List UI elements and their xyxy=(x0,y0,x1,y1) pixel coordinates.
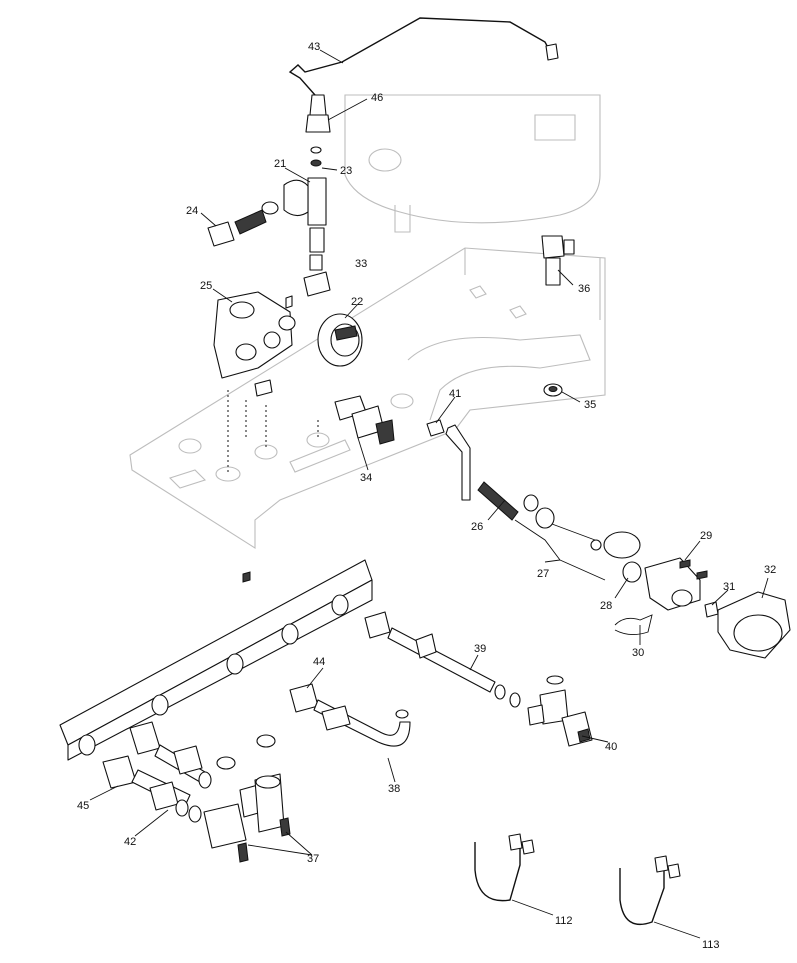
part-44-adaptor xyxy=(289,683,319,713)
callout-30: 30 xyxy=(632,647,644,659)
part-24-cap-and-spring xyxy=(207,209,267,247)
callout-31: 31 xyxy=(723,581,735,593)
callout-32: 32 xyxy=(764,564,776,576)
part-39-pipe xyxy=(364,611,521,708)
callout-45: 45 xyxy=(77,800,89,812)
callout-21: 21 xyxy=(274,158,286,170)
connection-bracket xyxy=(59,559,373,761)
callout-37: 37 xyxy=(307,853,319,865)
callout-44: 44 xyxy=(313,656,325,668)
callout-25: 25 xyxy=(200,280,212,292)
part-28-29-gear-housing xyxy=(622,557,708,611)
tank-outline xyxy=(344,94,601,233)
part-30-clip xyxy=(614,614,653,635)
part-113-cable xyxy=(619,855,681,926)
screw-lines xyxy=(227,390,319,472)
part-42-pipe-union xyxy=(131,744,236,823)
part-112-cable xyxy=(474,833,535,902)
part-37-isolation-valves xyxy=(203,773,291,863)
callout-41: 41 xyxy=(449,388,461,400)
callout-40: 40 xyxy=(605,741,617,753)
callout-26: 26 xyxy=(471,521,483,533)
callout-46: 46 xyxy=(371,92,383,104)
part-22-flow-sensor xyxy=(317,313,363,367)
callout-112: 112 xyxy=(555,915,573,927)
part-40-valve xyxy=(527,675,593,747)
callout-43: 43 xyxy=(308,41,320,53)
callout-22: 22 xyxy=(351,296,363,308)
part-46-fitting xyxy=(305,94,331,154)
callout-35: 35 xyxy=(584,399,596,411)
part-34-valve-tap xyxy=(334,395,395,445)
part-26-27-valve-kit xyxy=(477,481,641,559)
callout-28: 28 xyxy=(600,600,612,612)
callout-24: 24 xyxy=(186,205,198,217)
callout-23: 23 xyxy=(340,165,352,177)
callout-36: 36 xyxy=(578,283,590,295)
callout-29: 29 xyxy=(700,530,712,542)
part-36-elbow-valve xyxy=(541,235,575,286)
part-41-drain-pipe xyxy=(426,419,471,501)
part-25-hydraulic-block xyxy=(213,291,296,397)
part-32-actuator xyxy=(717,591,791,659)
callout-38: 38 xyxy=(388,783,400,795)
callout-113: 113 xyxy=(702,939,720,951)
callout-33: 33 xyxy=(355,258,367,270)
part-31-fixing xyxy=(704,601,719,618)
callout-34: 34 xyxy=(360,472,372,484)
callout-labels: 43 46 21 23 24 33 36 25 22 41 35 34 26 2… xyxy=(77,41,776,951)
part-43-capillary-pipe xyxy=(288,17,559,96)
part-21-valve-spindle xyxy=(261,159,331,297)
part-35-washer xyxy=(543,383,563,397)
callout-39: 39 xyxy=(474,643,486,655)
callout-27: 27 xyxy=(537,568,549,580)
part-38-pipe-bend xyxy=(256,699,411,748)
callout-42: 42 xyxy=(124,836,136,848)
leader-lines xyxy=(89,49,769,939)
